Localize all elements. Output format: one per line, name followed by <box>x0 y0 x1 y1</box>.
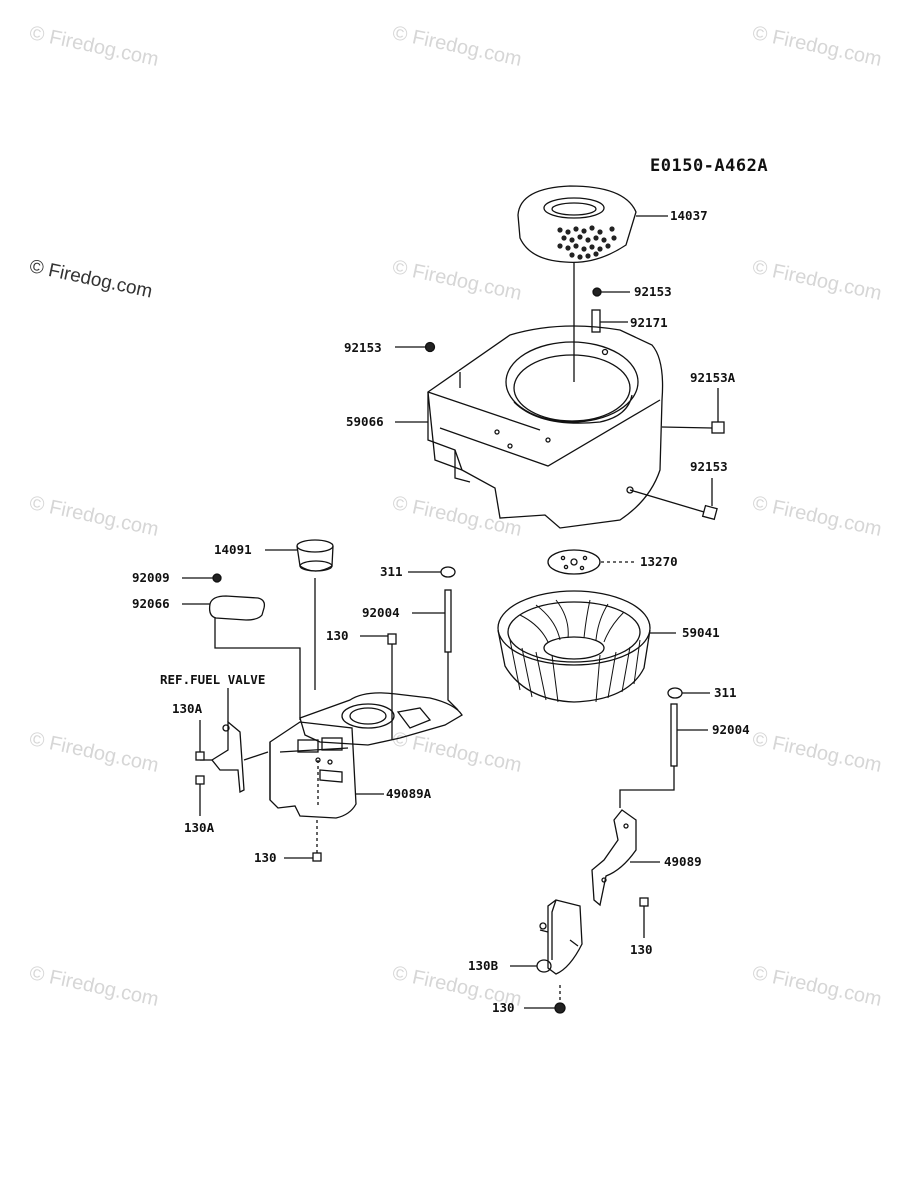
bolt-130B <box>510 959 552 973</box>
part-label: 49089A <box>386 786 432 801</box>
part-label: 130 <box>254 850 277 865</box>
part-label: 130 <box>630 942 653 957</box>
part-label: 130B <box>468 958 499 973</box>
bolt-130A-upper <box>195 720 205 761</box>
bolt-92153A <box>661 388 725 434</box>
fuel-valve-bracket <box>200 688 269 794</box>
bolt-92153-top <box>592 287 630 297</box>
plate-92066 <box>182 595 301 720</box>
reference-note: REF.FUEL VALVE <box>160 672 266 687</box>
bolt-92009 <box>182 573 222 583</box>
bolt-130-bottom <box>524 985 566 1014</box>
bolt-92153-left <box>395 341 436 353</box>
part-label: 59066 <box>346 414 384 429</box>
stud-92004-right <box>619 703 708 808</box>
part-label: 14091 <box>214 542 252 557</box>
part-label: 59041 <box>682 625 720 640</box>
part-label: 130 <box>492 1000 515 1015</box>
part-label: 130A <box>172 701 203 716</box>
plate-13270 <box>547 549 636 575</box>
part-label: 92153 <box>634 284 672 299</box>
part-label: 130 <box>326 628 349 643</box>
collar-14091 <box>265 539 334 690</box>
shroud-59066 <box>395 325 664 529</box>
part-label: 14037 <box>670 208 708 223</box>
nut-311-right <box>667 687 710 699</box>
part-label: 92066 <box>132 596 170 611</box>
part-label: 92004 <box>712 722 750 737</box>
diagram-code: E0150-A462A <box>650 156 769 176</box>
bolt-130-lower-right <box>639 897 649 938</box>
part-label: 92009 <box>132 570 170 585</box>
fan-59041 <box>497 590 676 703</box>
stud-92004-left <box>412 589 459 711</box>
part-label: 311 <box>380 564 403 579</box>
part-label: 311 <box>714 685 737 700</box>
bolt-92153-right <box>626 478 718 521</box>
screen-14037 <box>517 185 668 382</box>
part-label: 49089 <box>664 854 702 869</box>
part-label: 92171 <box>630 315 668 330</box>
bolt-130A-lower <box>195 775 205 816</box>
cover-49089 <box>510 809 660 1014</box>
part-label: 92153A <box>690 370 736 385</box>
stud-92171 <box>591 309 628 333</box>
bracket-49089A <box>269 692 463 819</box>
part-label: 92153 <box>344 340 382 355</box>
part-label: 92153 <box>690 459 728 474</box>
bolt-130-left-top <box>360 633 397 740</box>
nut-311-left <box>408 566 456 578</box>
part-label: 92004 <box>362 605 400 620</box>
part-label: 130A <box>184 820 215 835</box>
part-label: 13270 <box>640 554 678 569</box>
bolt-130-lower-left <box>284 820 322 862</box>
